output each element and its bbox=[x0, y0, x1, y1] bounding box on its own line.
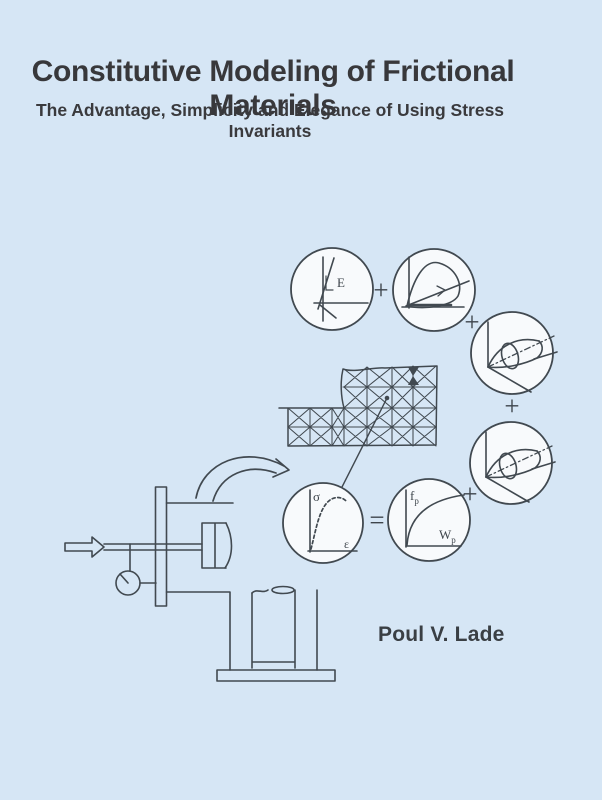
stress-axis-label: σ bbox=[313, 489, 320, 504]
finite-element-mesh-diagram bbox=[278, 365, 438, 490]
plus-sign: + bbox=[462, 479, 477, 509]
strain-axis-label: ε bbox=[344, 537, 349, 551]
equals-sign: = bbox=[369, 505, 384, 535]
triaxial-apparatus-diagram bbox=[64, 486, 336, 682]
book-subtitle: The Advantage, Simplicity and Elegance o… bbox=[35, 100, 505, 141]
plastic-potential-circle bbox=[469, 421, 556, 505]
stress-strain-circle bbox=[282, 482, 364, 564]
elastic-modulus-label: E bbox=[337, 275, 345, 290]
yield-surface-circle bbox=[392, 248, 476, 332]
elastic-modulus-circle bbox=[290, 247, 374, 331]
plastic-work-label: Wp bbox=[439, 527, 456, 545]
hardening-function-label: fp bbox=[410, 488, 419, 506]
loading-rod bbox=[103, 543, 203, 551]
plus-sign: + bbox=[504, 391, 519, 421]
curved-arrow bbox=[195, 456, 290, 502]
gauge-needle bbox=[119, 573, 129, 584]
marked-element bbox=[408, 367, 419, 385]
load-cell-block bbox=[201, 522, 233, 569]
hardening-function-circle bbox=[387, 478, 471, 562]
book-title: Constitutive Modeling of Frictional Mate… bbox=[31, 55, 515, 122]
failure-surface-circle bbox=[470, 311, 558, 395]
mesh-diagonals bbox=[287, 365, 437, 447]
mesh-to-curve-connector-line bbox=[340, 397, 388, 490]
author-name: Poul V. Lade bbox=[378, 623, 505, 646]
frame-lower-bar bbox=[165, 591, 231, 671]
reaction-frame-plate bbox=[154, 486, 168, 607]
curved-arrow-head bbox=[272, 458, 290, 478]
plus-sign: + bbox=[464, 307, 479, 337]
plus-sign: + bbox=[373, 275, 388, 305]
load-arrow-icon bbox=[64, 536, 105, 558]
base-plate bbox=[216, 669, 336, 682]
soil-specimen-cylinder bbox=[251, 585, 296, 669]
